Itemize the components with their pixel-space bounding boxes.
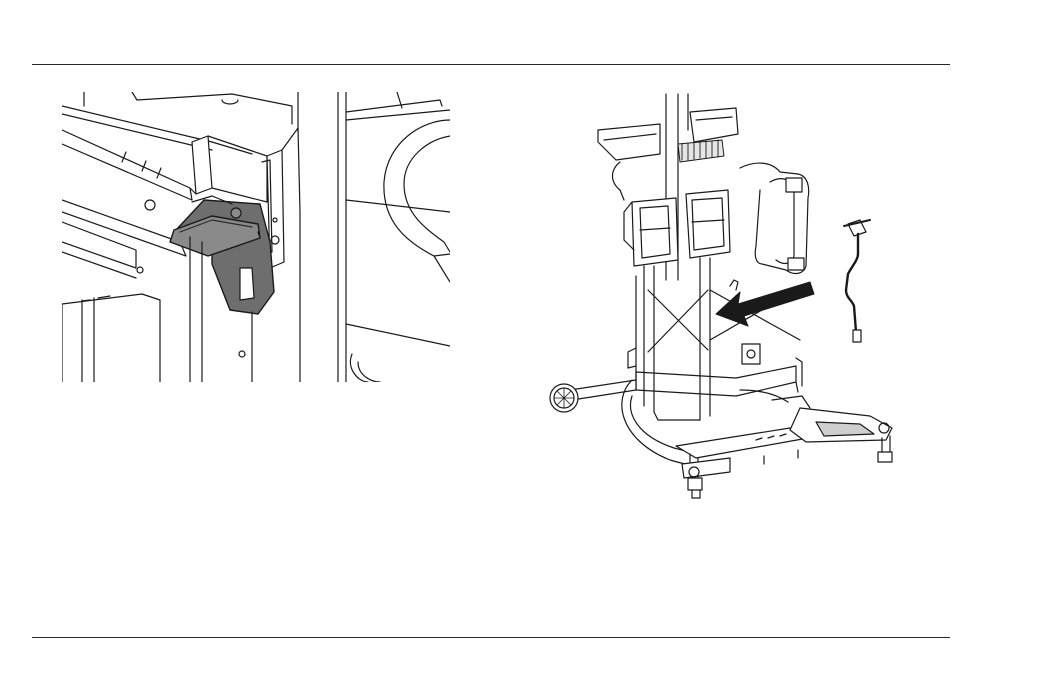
header-rule: [32, 64, 950, 65]
lift-overview-illustration: [540, 90, 900, 502]
detail-illustration: [62, 92, 450, 382]
footer-rule: [32, 637, 950, 638]
lift-frame-icon: [550, 94, 892, 498]
arrow-icon: [716, 282, 814, 326]
crank-handle-icon: [844, 220, 870, 342]
